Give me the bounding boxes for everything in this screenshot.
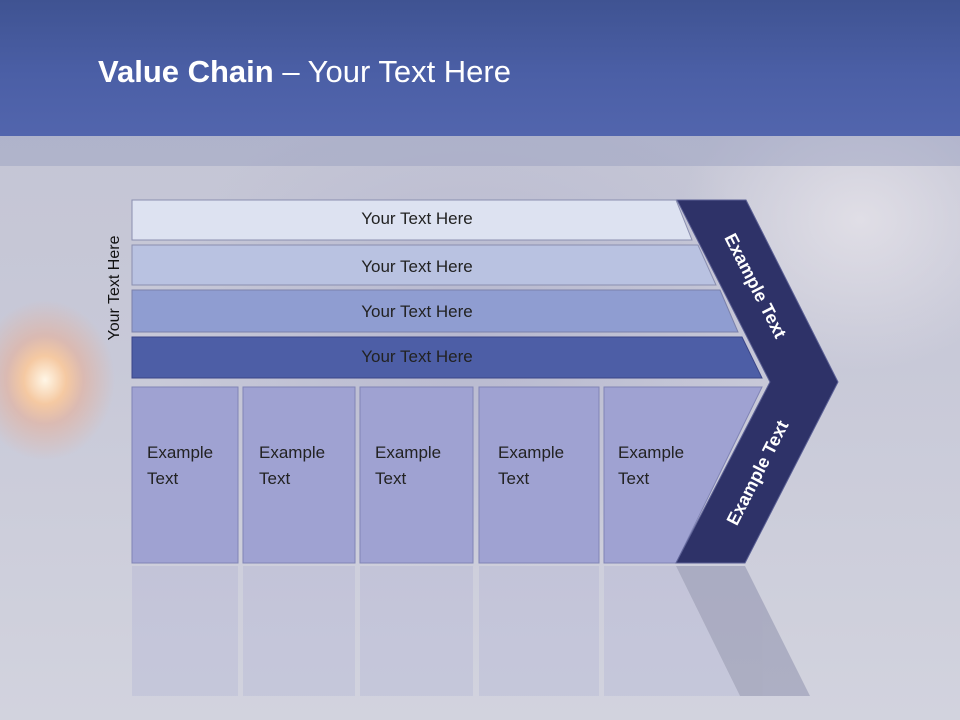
- column-label-1-line2: Text: [147, 469, 179, 488]
- column-label-1-line1: Example: [147, 443, 214, 462]
- row-bar-2: [131, 244, 717, 286]
- column-box-4: [478, 386, 600, 564]
- row-bar-1: [131, 199, 693, 241]
- column-label-4-line2: Text: [498, 469, 530, 488]
- header-band: [0, 0, 960, 136]
- row-label-3: Your Text Here: [361, 302, 473, 321]
- row-bar-4: [131, 336, 763, 379]
- column-label-2-line1: Example: [259, 443, 326, 462]
- column-label-3-line2: Text: [375, 469, 407, 488]
- column-label-3-line1: Example: [375, 443, 442, 462]
- title-bold: Value Chain: [98, 54, 274, 89]
- row-bar-3: [131, 289, 739, 333]
- column-box-1: [131, 386, 239, 564]
- slide-title: Value Chain – Your Text Here: [98, 54, 511, 90]
- reflection: [132, 566, 810, 696]
- row-label-1: Your Text Here: [361, 209, 473, 228]
- column-box-2: [242, 386, 356, 564]
- column-label-2-line2: Text: [259, 469, 291, 488]
- chevron-arrow: [675, 199, 839, 564]
- column-label-5-line1: Example: [618, 443, 685, 462]
- row-label-4: Your Text Here: [361, 347, 473, 366]
- column-label-5-line2: Text: [618, 469, 650, 488]
- column-box-3: [359, 386, 474, 564]
- column-label-4-line1: Example: [498, 443, 565, 462]
- row-label-2: Your Text Here: [361, 257, 473, 276]
- header-strip: [0, 136, 960, 166]
- title-rest: – Your Text Here: [273, 54, 511, 89]
